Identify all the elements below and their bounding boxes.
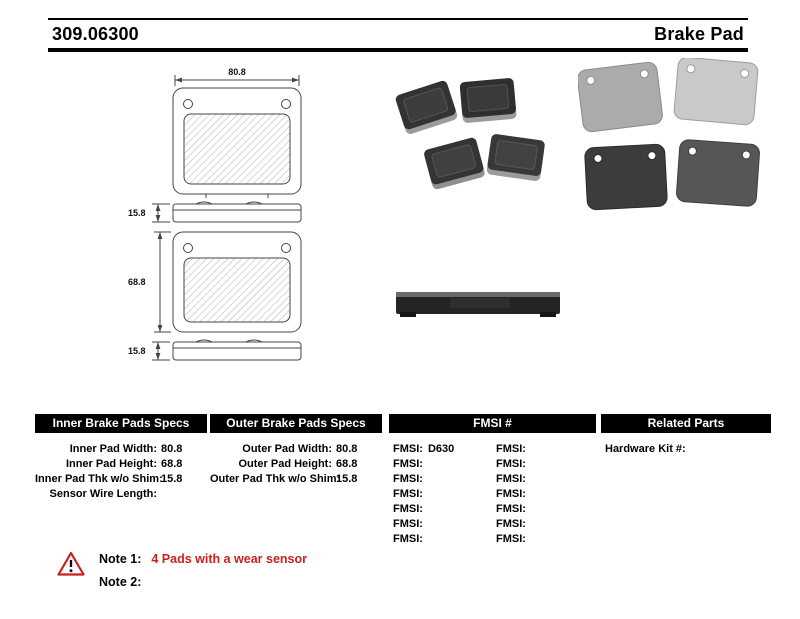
dim-thickness-top-label: 15.8 (128, 208, 146, 218)
fmsi-header: FMSI # (389, 414, 596, 433)
fmsi-label: FMSI: (393, 458, 423, 470)
fmsi-row: FMSI: FMSI: (389, 487, 596, 502)
backing-plate-photo-item (584, 143, 668, 211)
pad-photo-item (459, 78, 517, 123)
backing-plate-photo-item (578, 61, 663, 133)
spec-row: Outer Pad Height: 68.8 (210, 457, 382, 472)
spec-label: Outer Pad Height: (238, 458, 332, 470)
fmsi-row: FMSI: D630 FMSI: (389, 442, 596, 457)
pad-side-view-2 (172, 339, 302, 361)
note-1-label: Note 1: (99, 552, 142, 566)
dim-height-label: 68.8 (128, 277, 146, 287)
spec-value: 15.8 (336, 473, 358, 485)
related-part-label: Hardware Kit #: (605, 443, 686, 455)
note-2: Note 2: (99, 571, 307, 594)
pad-photo-item (486, 134, 545, 181)
fmsi-row: FMSI: FMSI: (389, 472, 596, 487)
spec-row: Sensor Wire Length: (35, 487, 207, 502)
fmsi-label: FMSI: (496, 473, 526, 485)
spec-row: Inner Pad Width: 80.8 (35, 442, 207, 457)
pads-product-photo (395, 78, 545, 190)
spec-label: Sensor Wire Length: (49, 488, 157, 500)
spec-label: Outer Pad Width: (242, 443, 332, 455)
spec-row: Inner Pad Height: 68.8 (35, 457, 207, 472)
spec-label: Outer Pad Thk w/o Shim: (210, 473, 341, 485)
fmsi-column: FMSI # FMSI: D630 FMSI: FMSI: FMSI: FMSI:… (389, 414, 596, 547)
fmsi-label: FMSI: (393, 443, 423, 455)
fmsi-label: FMSI: (393, 488, 423, 500)
pad-photo-item (395, 80, 458, 134)
inner-specs-header: Inner Brake Pads Specs (35, 414, 207, 433)
dim-width-label: 80.8 (228, 67, 246, 77)
fmsi-label: FMSI: (393, 518, 423, 530)
technical-drawing: 80.8 (128, 67, 302, 361)
fmsi-label: FMSI: (496, 443, 526, 455)
note-2-label: Note 2: (99, 575, 142, 589)
spec-value: 80.8 (161, 443, 183, 455)
warning-triangle-icon (57, 551, 85, 576)
spec-value: 15.8 (161, 473, 183, 485)
fmsi-label: FMSI: (393, 503, 423, 515)
related-part-row: Hardware Kit #: (601, 442, 771, 457)
notes-section: Note 1: 4 Pads with a wear sensor Note 2… (57, 548, 307, 594)
backing-plate-photo-item (673, 58, 759, 126)
fmsi-label: FMSI: (496, 503, 526, 515)
pad-side-view-1 (172, 201, 302, 223)
backing-plates-photo (578, 58, 760, 211)
part-number: 309.06300 (52, 23, 139, 44)
backing-plate-photo-item (676, 139, 760, 207)
fmsi-row: FMSI: FMSI: (389, 532, 596, 547)
note-1: Note 1: 4 Pads with a wear sensor (99, 548, 307, 571)
spec-label: Inner Pad Width: (69, 443, 157, 455)
fmsi-value: D630 (427, 443, 455, 455)
pad-front-view-1 (172, 87, 302, 198)
inner-specs-column: Inner Brake Pads Specs Inner Pad Width: … (35, 414, 207, 502)
related-parts-header: Related Parts (601, 414, 771, 433)
header: 309.06300 Brake Pad (48, 18, 748, 52)
dim-thickness-bottom-label: 15.8 (128, 346, 146, 356)
spec-row: Outer Pad Width: 80.8 (210, 442, 382, 457)
fmsi-row: FMSI: FMSI: (389, 502, 596, 517)
spec-label: Inner Pad Thk w/o Shim: (35, 473, 163, 485)
spec-label: Inner Pad Height: (65, 458, 157, 470)
fmsi-label: FMSI: (496, 458, 526, 470)
fmsi-label: FMSI: (496, 518, 526, 530)
spec-value: 68.8 (161, 458, 183, 470)
spec-row: Outer Pad Thk w/o Shim: 15.8 (210, 472, 382, 487)
spec-value: 68.8 (336, 458, 358, 470)
fmsi-label: FMSI: (496, 533, 526, 545)
outer-specs-header: Outer Brake Pads Specs (210, 414, 382, 433)
page-title: Brake Pad (654, 23, 744, 44)
fmsi-label: FMSI: (496, 488, 526, 500)
spec-row: Inner Pad Thk w/o Shim: 15.8 (35, 472, 207, 487)
fmsi-row: FMSI: FMSI: (389, 457, 596, 472)
pad-photo-item (424, 137, 485, 190)
note-1-text: 4 Pads with a wear sensor (151, 552, 307, 566)
spec-value: 80.8 (336, 443, 358, 455)
fmsi-row: FMSI: FMSI: (389, 517, 596, 532)
related-parts-column: Related Parts Hardware Kit #: (601, 414, 771, 457)
fmsi-label: FMSI: (393, 473, 423, 485)
pad-front-view-2 (172, 231, 302, 333)
fmsi-label: FMSI: (393, 533, 423, 545)
outer-specs-column: Outer Brake Pads Specs Outer Pad Width: … (210, 414, 382, 487)
pad-edge-photo (396, 292, 560, 317)
